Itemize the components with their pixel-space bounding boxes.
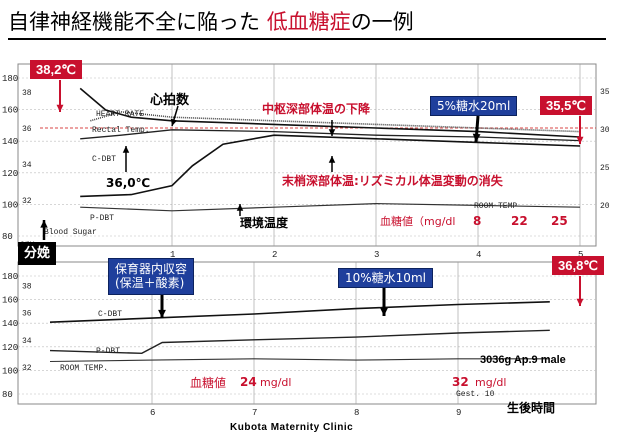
lower-frame <box>17 261 597 405</box>
arrow-env-temp-head <box>236 204 244 211</box>
lower-ytick-inner: 34 <box>22 337 32 346</box>
glucose-5pct-box: 5%糖水20ml <box>430 96 518 116</box>
upper-ytick-inner: 38 <box>22 89 32 98</box>
lower-ytick-left: 100 <box>2 366 18 376</box>
lower-xtick: 6 <box>150 408 155 418</box>
upper-ytick-inner: 36 <box>22 125 32 134</box>
lower-ytick-inner: 38 <box>22 283 32 292</box>
lower-ytick-left: 140 <box>2 319 18 329</box>
time-after-birth-label: 生後時間 <box>507 401 556 415</box>
upper-series-label: ROOM TEMP <box>474 202 517 211</box>
p-dbt-series <box>80 134 581 198</box>
lower-ytick-left: 80 <box>2 390 13 400</box>
rectal-temp-series <box>79 87 581 138</box>
upper-xtick: 1 <box>170 250 175 260</box>
glucose-10pct-box: 10%糖水10ml <box>338 268 433 288</box>
lower-ytick-left: 160 <box>2 296 18 306</box>
upper-series-label: Rectal Temp. <box>92 126 150 135</box>
lower-c-dbt-series <box>49 301 550 323</box>
upper-ytick-right: 25 <box>600 164 610 173</box>
blood-sugar-8: 8 <box>473 214 482 228</box>
title-part1: 自律神経機能不全に陥った <box>8 10 267 34</box>
blood-sugar-24: 24 <box>240 375 257 389</box>
arrow-temp-end-lower-head <box>576 298 584 306</box>
temp-end-lower-badge: 36,8℃ <box>552 256 604 275</box>
baby-info: 3036g Ap.9 male <box>480 354 566 366</box>
lower-series-label: P-DBT <box>96 347 120 356</box>
arrow-temp-end-upper-head <box>576 136 584 144</box>
central-temp-drop-label: 中枢深部体温の下降 <box>262 102 371 116</box>
peripheral-temp-loss-label: 末梢深部体温:リズミカル体温変動の消失 <box>282 174 503 188</box>
lower-p-dbt-series <box>49 329 550 355</box>
upper-ytick-left: 160 <box>2 106 18 116</box>
lower-xtick: 8 <box>354 408 359 418</box>
arrow-glucose-5-head <box>472 133 481 142</box>
blood-sugar-label-lower: 血糖値 <box>190 376 227 390</box>
upper-ytick-left: 120 <box>2 169 18 179</box>
lower-series-label: ROOM TEMP. <box>60 364 108 373</box>
upper-ytick-left: 180 <box>2 74 18 84</box>
lower-panel-grid: 180 160 140 120 100 80 38 36 34 32 6 7 8 9 <box>2 261 597 418</box>
title-underline <box>8 38 606 40</box>
series-layer: HEART RATE Rectal Temp. C-DBT P-DBT Blood Su… <box>20 87 596 399</box>
upper-series-label: Blood Sugar <box>44 228 97 237</box>
footer-clinic-name: Kubota Maternity Clinic <box>230 422 354 433</box>
upper-frame <box>17 63 597 247</box>
arrow-temp-start-head <box>56 104 64 112</box>
lower-xtick: 9 <box>456 408 461 418</box>
title-part2: の一例 <box>350 10 414 34</box>
upper-ytick-left: 100 <box>2 200 18 210</box>
page-title: 自律神経機能不全に陥った 低血糖症の一例 <box>8 6 414 36</box>
arrow-birth-head <box>40 220 48 228</box>
upper-ytick-right: 35 <box>600 88 610 97</box>
temp-36-label: 36,0℃ <box>106 176 151 190</box>
upper-series-label: P-DBT <box>90 214 114 223</box>
lower-ytick-left: 180 <box>2 272 18 282</box>
upper-series-label: C-DBT <box>92 155 116 164</box>
arrow-peripheral-head <box>328 156 336 163</box>
blood-sugar-label-upper: 血糖値（mg/dl <box>380 215 456 228</box>
temp-end-upper-badge: 35,5℃ <box>540 96 592 115</box>
upper-xtick: 5 <box>578 250 583 260</box>
lower-room-temp-series <box>49 358 550 363</box>
blood-sugar-25: 25 <box>551 214 568 228</box>
lower-ytick-inner: 36 <box>22 310 32 319</box>
blood-sugar-unit-1: mg/dl <box>260 376 292 389</box>
upper-ytick-left: 80 <box>2 232 13 242</box>
incubator-box: 保育器内収容 (保温＋酸素) <box>108 258 195 295</box>
birth-label: 分娩 <box>18 242 57 265</box>
lower-series-label: C-DBT <box>98 310 122 319</box>
upper-xtick: 3 <box>374 250 379 260</box>
lower-ytick-left: 120 <box>2 343 18 353</box>
arrow-central-drop-head <box>328 129 336 136</box>
arrow-heart-rate-head <box>170 118 178 126</box>
upper-ytick-right: 30 <box>600 126 610 135</box>
upper-series-label: HEART RATE <box>96 110 144 119</box>
arrow-incubator-head <box>158 309 166 318</box>
blood-sugar-32: 32 <box>452 375 469 389</box>
arrow-layer <box>40 80 584 318</box>
upper-ytick-left: 140 <box>2 137 18 147</box>
upper-ytick-inner: 34 <box>22 161 32 170</box>
temp-start-badge: 38,2℃ <box>30 60 82 79</box>
blood-sugar-22: 22 <box>511 214 528 228</box>
env-temp-label: 環境温度 <box>240 216 289 230</box>
heart-rate-label: 心拍数 <box>150 93 190 108</box>
gestation-text: Gest. 10 <box>456 390 495 399</box>
arrow-glucose-10-head <box>380 307 388 316</box>
arrow-36c-head <box>122 146 130 153</box>
upper-ytick-right: 20 <box>600 202 610 211</box>
lower-ytick-inner: 32 <box>22 364 32 373</box>
room-temp-series <box>80 202 581 212</box>
upper-xtick: 2 <box>272 250 277 260</box>
upper-ytick-inner: 32 <box>22 197 32 206</box>
lower-xtick: 7 <box>252 408 257 418</box>
upper-xtick: 4 <box>476 250 481 260</box>
blood-sugar-unit-2: mg/dl <box>475 376 507 389</box>
title-highlight: 低血糖症 <box>266 10 351 34</box>
